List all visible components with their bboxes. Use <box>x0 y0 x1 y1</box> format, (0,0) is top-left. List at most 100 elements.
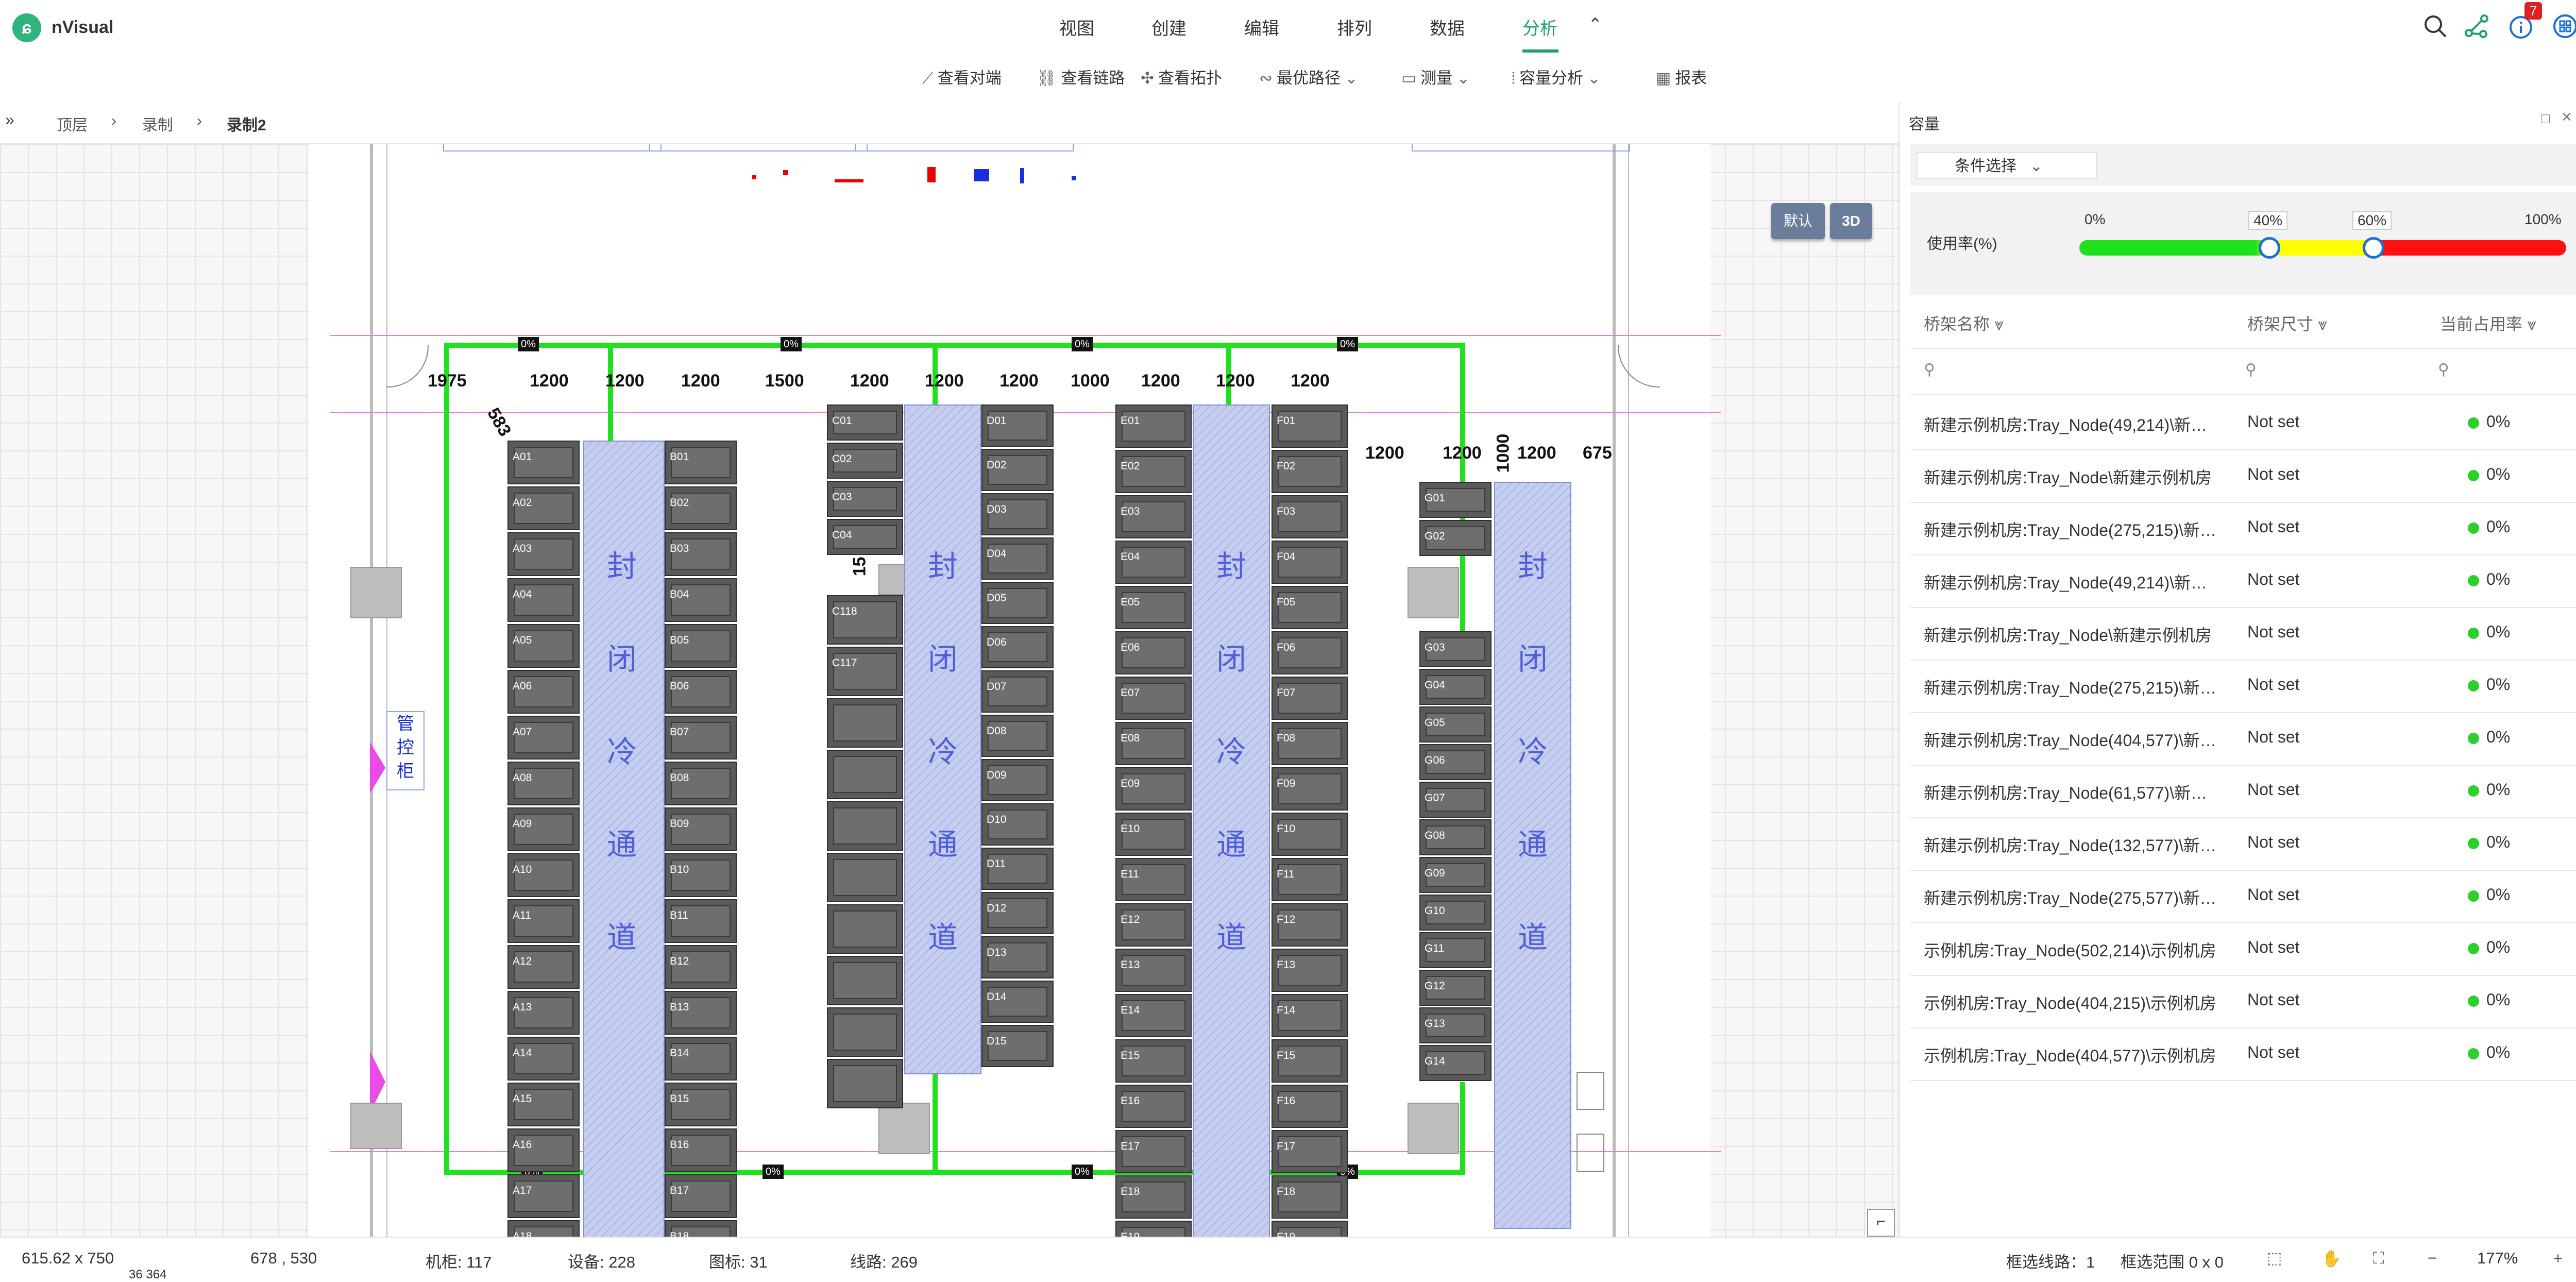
rack[interactable]: B13 <box>665 991 737 1035</box>
rack[interactable]: F10 <box>1272 813 1348 856</box>
report-tool[interactable]: ▦报表 <box>1656 65 1707 88</box>
rack[interactable]: E18 <box>1115 1175 1192 1219</box>
filter-dropdown[interactable]: 条件选择⌄ <box>1917 152 2097 179</box>
rack[interactable]: A11 <box>507 899 580 943</box>
menu-arrange[interactable]: 排列 <box>1337 19 1372 39</box>
rack[interactable]: G13 <box>1419 1007 1492 1043</box>
rack[interactable]: E15 <box>1115 1039 1192 1083</box>
minimap-toggle-icon[interactable]: ⌐ <box>1867 1209 1895 1237</box>
cold-aisle[interactable] <box>1193 404 1270 1268</box>
rack[interactable]: C03 <box>827 481 903 517</box>
rack[interactable]: E16 <box>1115 1085 1192 1128</box>
share-icon[interactable] <box>2463 12 2490 40</box>
rack[interactable]: F04 <box>1272 541 1348 584</box>
close-icon[interactable]: × <box>2562 107 2572 127</box>
rack[interactable]: E07 <box>1115 677 1192 720</box>
rack[interactable]: A16 <box>507 1128 580 1172</box>
maximize-icon[interactable]: □ <box>2541 110 2550 126</box>
rack[interactable]: D09 <box>981 759 1054 801</box>
rack[interactable]: F02 <box>1272 450 1348 493</box>
rack[interactable]: D03 <box>981 493 1054 535</box>
column-header-size[interactable]: 桥架尺寸 ⩔ <box>2247 311 2327 335</box>
rack[interactable]: B07 <box>665 716 737 760</box>
rack[interactable]: A15 <box>507 1083 580 1126</box>
rack[interactable]: F07 <box>1272 677 1348 720</box>
breadcrumb-item[interactable]: 录制 <box>142 117 173 134</box>
rack[interactable]: B01 <box>665 441 737 484</box>
rack[interactable]: D07 <box>981 670 1054 713</box>
select-pointer-icon[interactable]: ⬚ <box>2267 1249 2282 1267</box>
rack[interactable]: A03 <box>507 532 580 576</box>
search-icon[interactable]: ⚲ <box>2438 361 2449 378</box>
rack[interactable]: E13 <box>1115 949 1192 992</box>
fit-screen-icon[interactable]: ⛶ <box>2373 1249 2384 1267</box>
menu-analysis[interactable]: 分析 <box>1522 19 1557 39</box>
rack[interactable]: E03 <box>1115 495 1192 538</box>
rack[interactable]: A01 <box>507 441 580 484</box>
rack[interactable]: C118 <box>827 595 903 645</box>
rack[interactable]: G01 <box>1419 482 1492 518</box>
scale-high-input[interactable]: 60% <box>2352 211 2392 230</box>
view-topology-tool[interactable]: ✣查看拓扑 <box>1141 65 1222 88</box>
rack[interactable]: A12 <box>507 945 580 989</box>
rack[interactable] <box>827 1059 903 1108</box>
cold-aisle[interactable] <box>904 404 981 1074</box>
search-icon[interactable]: ⚲ <box>2245 361 2257 378</box>
breadcrumb-item[interactable]: 顶层 <box>57 117 88 134</box>
rack[interactable]: D06 <box>981 626 1054 668</box>
3d-view-button[interactable]: 3D <box>1830 203 1872 239</box>
rack[interactable]: E17 <box>1115 1130 1192 1173</box>
rack[interactable]: F05 <box>1272 586 1348 629</box>
rack[interactable]: F14 <box>1272 994 1348 1037</box>
measure-tool[interactable]: ▭测量⌄ <box>1401 65 1470 88</box>
rack[interactable] <box>827 801 903 851</box>
apps-icon[interactable] <box>2551 12 2576 40</box>
column-header-name[interactable]: 桥架名称 ⩔ <box>1924 311 2004 335</box>
rack[interactable]: E14 <box>1115 994 1192 1037</box>
rack[interactable]: B04 <box>665 578 737 622</box>
rack[interactable]: F18 <box>1272 1175 1348 1219</box>
rack[interactable]: B11 <box>665 899 737 943</box>
menu-edit[interactable]: 编辑 <box>1244 19 1279 39</box>
filter-icon[interactable]: ⩔ <box>2317 315 2327 333</box>
column-header-rate[interactable]: 当前占用率 ⩔ <box>2440 311 2536 335</box>
rack[interactable]: G02 <box>1419 520 1492 556</box>
rack[interactable]: F08 <box>1272 722 1348 765</box>
scale-low-input[interactable]: 40% <box>2248 211 2288 230</box>
search-icon[interactable]: ⚲ <box>1924 361 1935 378</box>
rack[interactable]: F11 <box>1272 858 1348 901</box>
rack[interactable]: B03 <box>665 532 737 576</box>
rack[interactable]: G03 <box>1419 631 1492 667</box>
rack[interactable]: D10 <box>981 803 1054 846</box>
rack[interactable]: C117 <box>827 647 903 696</box>
view-peer-tool[interactable]: ⟋查看对端 <box>922 65 1002 88</box>
zoom-out-icon[interactable]: − <box>2428 1249 2437 1267</box>
menu-create[interactable]: 创建 <box>1151 19 1187 39</box>
tray-segment[interactable] <box>444 343 449 1175</box>
rack[interactable] <box>827 956 903 1005</box>
rack[interactable]: A13 <box>507 991 580 1035</box>
rack[interactable]: B15 <box>665 1083 737 1126</box>
rack[interactable]: D04 <box>981 537 1054 580</box>
pan-hand-icon[interactable]: ✋ <box>2321 1250 2342 1268</box>
rack[interactable]: A08 <box>507 762 580 805</box>
rack[interactable]: F13 <box>1272 949 1348 992</box>
rack[interactable]: D14 <box>981 981 1054 1023</box>
rack[interactable]: G04 <box>1419 669 1492 705</box>
rack[interactable]: F06 <box>1272 631 1348 674</box>
rack[interactable]: B10 <box>665 853 737 897</box>
rack[interactable]: B08 <box>665 762 737 805</box>
rack[interactable] <box>827 750 903 799</box>
rack[interactable]: G05 <box>1419 706 1492 743</box>
expand-left-icon[interactable]: » <box>5 110 14 129</box>
rack[interactable]: B17 <box>665 1174 737 1218</box>
rack[interactable]: D12 <box>981 892 1054 934</box>
rack[interactable]: G09 <box>1419 857 1492 893</box>
rack[interactable]: B02 <box>665 486 737 530</box>
rack[interactable]: B05 <box>665 624 737 668</box>
tray-segment[interactable] <box>1460 1082 1465 1175</box>
high-threshold-handle[interactable] <box>2363 237 2384 259</box>
rack[interactable]: F09 <box>1272 767 1348 811</box>
rack[interactable]: A17 <box>507 1174 580 1218</box>
capacity-analysis-tool[interactable]: ⦙容量分析⌄ <box>1512 65 1601 88</box>
